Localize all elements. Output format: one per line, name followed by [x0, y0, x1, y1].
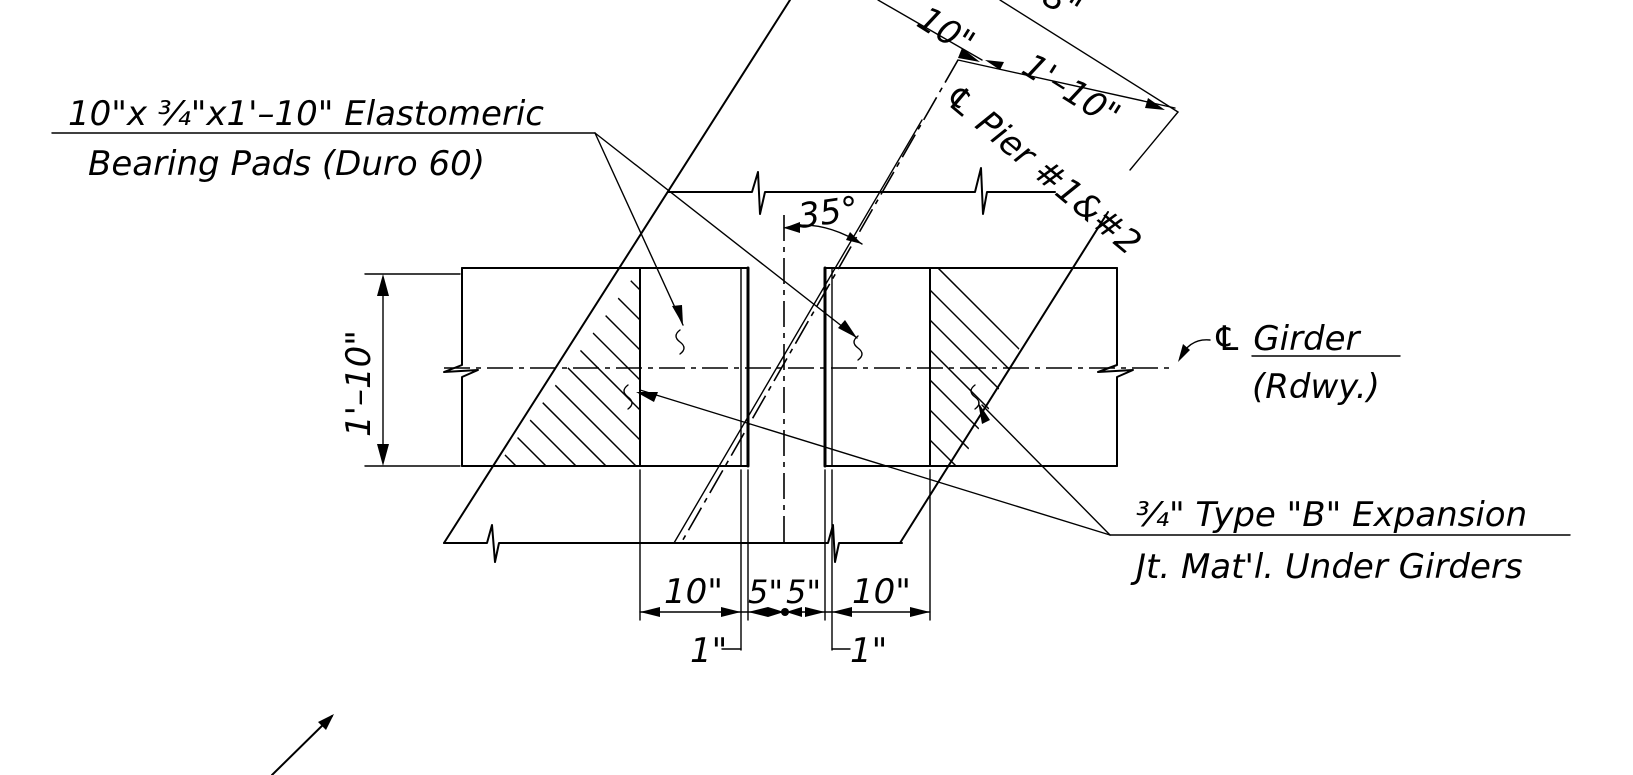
dim-skew-top-b: 8": [1035, 0, 1088, 29]
dim-gap-right: 5": [786, 573, 821, 611]
pad-label-line1: 10"x ¾"x1'–10" Elastomeric: [68, 94, 544, 134]
dim-edge-right: 1": [850, 631, 887, 671]
girder-cl-leader: [1178, 339, 1401, 362]
pier-centerline: [679, 59, 959, 546]
girder-centerline-label: ℄ Girder: [1212, 319, 1362, 359]
joint-leaders: [623, 384, 1571, 536]
pad-label-line2: Bearing Pads (Duro 60): [88, 144, 485, 184]
skew-angle-dimension: [783, 222, 863, 245]
dim-height-label: 1'–10": [339, 330, 379, 437]
dim-edge-left: 1": [690, 631, 727, 671]
dimension-skew-top: [877, 0, 1179, 171]
dim-pad-width-right: 10": [852, 572, 911, 612]
skew-angle-label: 35°: [796, 189, 861, 237]
dim-gap-left: 5": [748, 573, 783, 611]
girder-centerline-sublabel: (Rdwy.): [1252, 367, 1380, 407]
joint-label-line2: Jt. Mat'l. Under Girders: [1130, 547, 1523, 587]
girder-right: [823, 266, 1134, 468]
north-arrow: [271, 714, 334, 775]
dim-skew-pad-length: 1'–10": [1015, 46, 1127, 137]
dimension-chain-bottom: [639, 469, 931, 651]
dim-pad-width-left: 10": [664, 572, 723, 612]
pier-outline: [443, 0, 1109, 544]
break-lines: [443, 167, 1056, 563]
pad-leaders: [51, 132, 863, 361]
dimension-height: [364, 273, 461, 467]
joint-label-line1: ¾" Type "B" Expansion: [1136, 495, 1527, 535]
